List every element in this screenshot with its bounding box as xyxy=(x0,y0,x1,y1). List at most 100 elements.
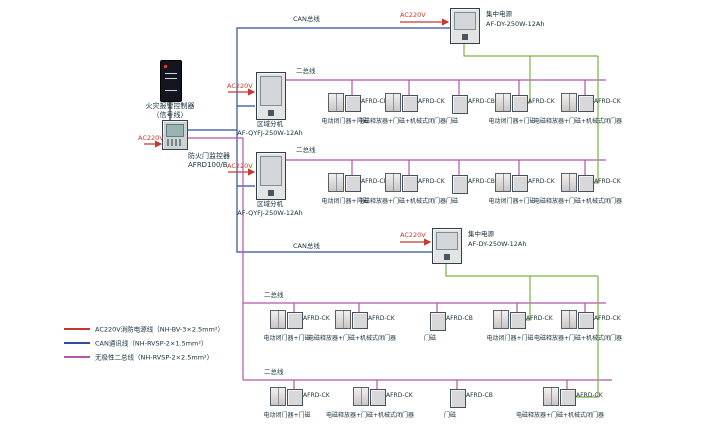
legend-label: 无极性二总线（NH-RVSP-2×2.5mm²） xyxy=(95,353,214,362)
module-label: AFRD-CK xyxy=(303,392,330,399)
dc-feed-row3-wire xyxy=(524,276,531,321)
module-box xyxy=(287,312,303,329)
module-box xyxy=(578,95,594,112)
controller-slot xyxy=(165,78,177,79)
module-box xyxy=(352,312,368,329)
controller-sublabel: （信号线） xyxy=(152,111,188,119)
fire-alarm-controller xyxy=(160,60,182,102)
ac220v-monitor-label: AC220V xyxy=(138,134,164,142)
can-bus-mid-label: CAN总线 xyxy=(293,242,320,250)
module-box xyxy=(430,312,446,331)
device-label: 门磁 xyxy=(445,198,459,205)
device-label: 电磁释放器+门磁+机械式闭门器 xyxy=(533,198,623,205)
zone-extension-unit-2 xyxy=(256,152,286,200)
two-bus-label: 二总线 xyxy=(296,146,316,154)
module-label: AFRD-CK xyxy=(528,178,555,185)
module-box xyxy=(512,95,528,112)
ac220v-zone2-label: AC220V xyxy=(227,162,253,170)
two-bus-label: 二总线 xyxy=(296,67,316,75)
monitor-keypad xyxy=(167,139,182,146)
supply2-model: AF-DY-250W-12Ah xyxy=(468,240,527,248)
module-label: AFRD-CK xyxy=(526,315,553,322)
module-box xyxy=(578,175,594,192)
module-label: AFRD-CK xyxy=(576,392,603,399)
module-box xyxy=(345,95,361,112)
device-label: 电磁释放器+门磁+机械式闭门器 xyxy=(307,335,397,342)
module-box xyxy=(510,312,526,329)
can-bus-top-wire xyxy=(186,27,450,131)
device-label: 电动闭门器+门磁 xyxy=(263,335,311,342)
legend-label: CAN通讯线（NH-RVSP-2×1.5mm²） xyxy=(95,339,208,348)
device-label: 电动闭门器+门磁 xyxy=(488,118,536,125)
two-bus-label: 二总线 xyxy=(264,368,284,376)
cabinet-lock xyxy=(462,34,468,40)
module-box xyxy=(287,389,303,406)
module-label: AFRD-CK xyxy=(594,98,621,105)
module-label: AFRD-CK xyxy=(418,98,445,105)
dc-feed-top-wire xyxy=(463,42,598,57)
door-icon xyxy=(335,310,351,329)
two-bus-label: 二总线 xyxy=(264,291,284,299)
controller-label: 火灾报警控制器 xyxy=(145,102,195,110)
ac220v-supply2-label: AC220V xyxy=(400,231,426,239)
legend-label: AC220V消防电源线（NH-BV-3×2.5mm²） xyxy=(95,325,224,334)
ac220v-zone1-label: AC220V xyxy=(227,82,253,90)
module-box xyxy=(370,389,386,406)
device-label: 电动闭门器+门磁 xyxy=(321,198,369,205)
cabinet-lock xyxy=(268,110,274,116)
two-bus-trunk-wire xyxy=(186,137,244,380)
dc-feed-row2-wire xyxy=(592,56,599,184)
door-icon xyxy=(495,93,511,112)
supply1-label: 集中电源 xyxy=(486,10,512,18)
cabinet-lock xyxy=(268,190,274,196)
module-label: AFRD-CK xyxy=(418,178,445,185)
door-icon xyxy=(561,93,577,112)
door-icon xyxy=(493,310,509,329)
zone1-model: AF-QYFJ-250W-12Ah xyxy=(237,129,303,137)
fire-door-monitor xyxy=(162,120,188,150)
module-label: AFRD-CB xyxy=(468,178,495,185)
module-box xyxy=(402,95,418,112)
door-icon xyxy=(328,93,344,112)
supply1-model: AF-DY-250W-12Ah xyxy=(486,20,545,28)
controller-slot xyxy=(165,73,177,74)
controller-slot xyxy=(165,90,177,91)
module-label: AFRD-CK xyxy=(303,315,330,322)
module-box xyxy=(450,389,466,408)
monitor-label: 防火门监控器 xyxy=(188,152,230,160)
device-label: 电磁释放器+门磁+机械式闭门器 xyxy=(325,412,415,419)
zone1-label: 区域分机 xyxy=(257,120,283,128)
module-label: AFRD-CB xyxy=(468,98,495,105)
device-label: 电磁释放器+门磁+机械式闭门器 xyxy=(357,198,447,205)
door-icon xyxy=(270,387,286,406)
zone2-label: 区域分机 xyxy=(257,200,283,208)
cabinet-door xyxy=(260,156,282,186)
door-icon xyxy=(561,173,577,192)
legend-item: CAN通讯线（NH-RVSP-2×1.5mm²） xyxy=(64,332,208,351)
supply2-label: 集中电源 xyxy=(468,230,494,238)
cabinet-door xyxy=(436,232,458,250)
module-box xyxy=(402,175,418,192)
door-icon xyxy=(561,310,577,329)
device-label: 电磁释放器+门磁+机械式闭门器 xyxy=(357,118,447,125)
device-label: 电动闭门器+门磁 xyxy=(488,198,536,205)
legend-line-icon xyxy=(64,327,90,330)
dc-feed-row4-wire xyxy=(574,276,599,398)
module-box xyxy=(452,175,468,194)
module-label: AFRD-CK xyxy=(528,98,555,105)
door-icon xyxy=(328,173,344,192)
module-box xyxy=(512,175,528,192)
module-box xyxy=(560,389,576,406)
module-label: AFRD-CK xyxy=(361,178,388,185)
device-label: 电磁释放器+门磁+机械式闭门器 xyxy=(533,335,623,342)
legend-item: AC220V消防电源线（NH-BV-3×2.5mm²） xyxy=(64,318,224,337)
door-icon xyxy=(353,387,369,406)
monitor-screen xyxy=(166,124,184,137)
legend-line-icon xyxy=(64,341,90,344)
can-bus-top-label: CAN总线 xyxy=(293,15,320,23)
dc-feed-mid-wire xyxy=(445,262,598,277)
zone2-model: AF-QYFJ-250W-12Ah xyxy=(237,209,303,217)
door-icon xyxy=(270,310,286,329)
